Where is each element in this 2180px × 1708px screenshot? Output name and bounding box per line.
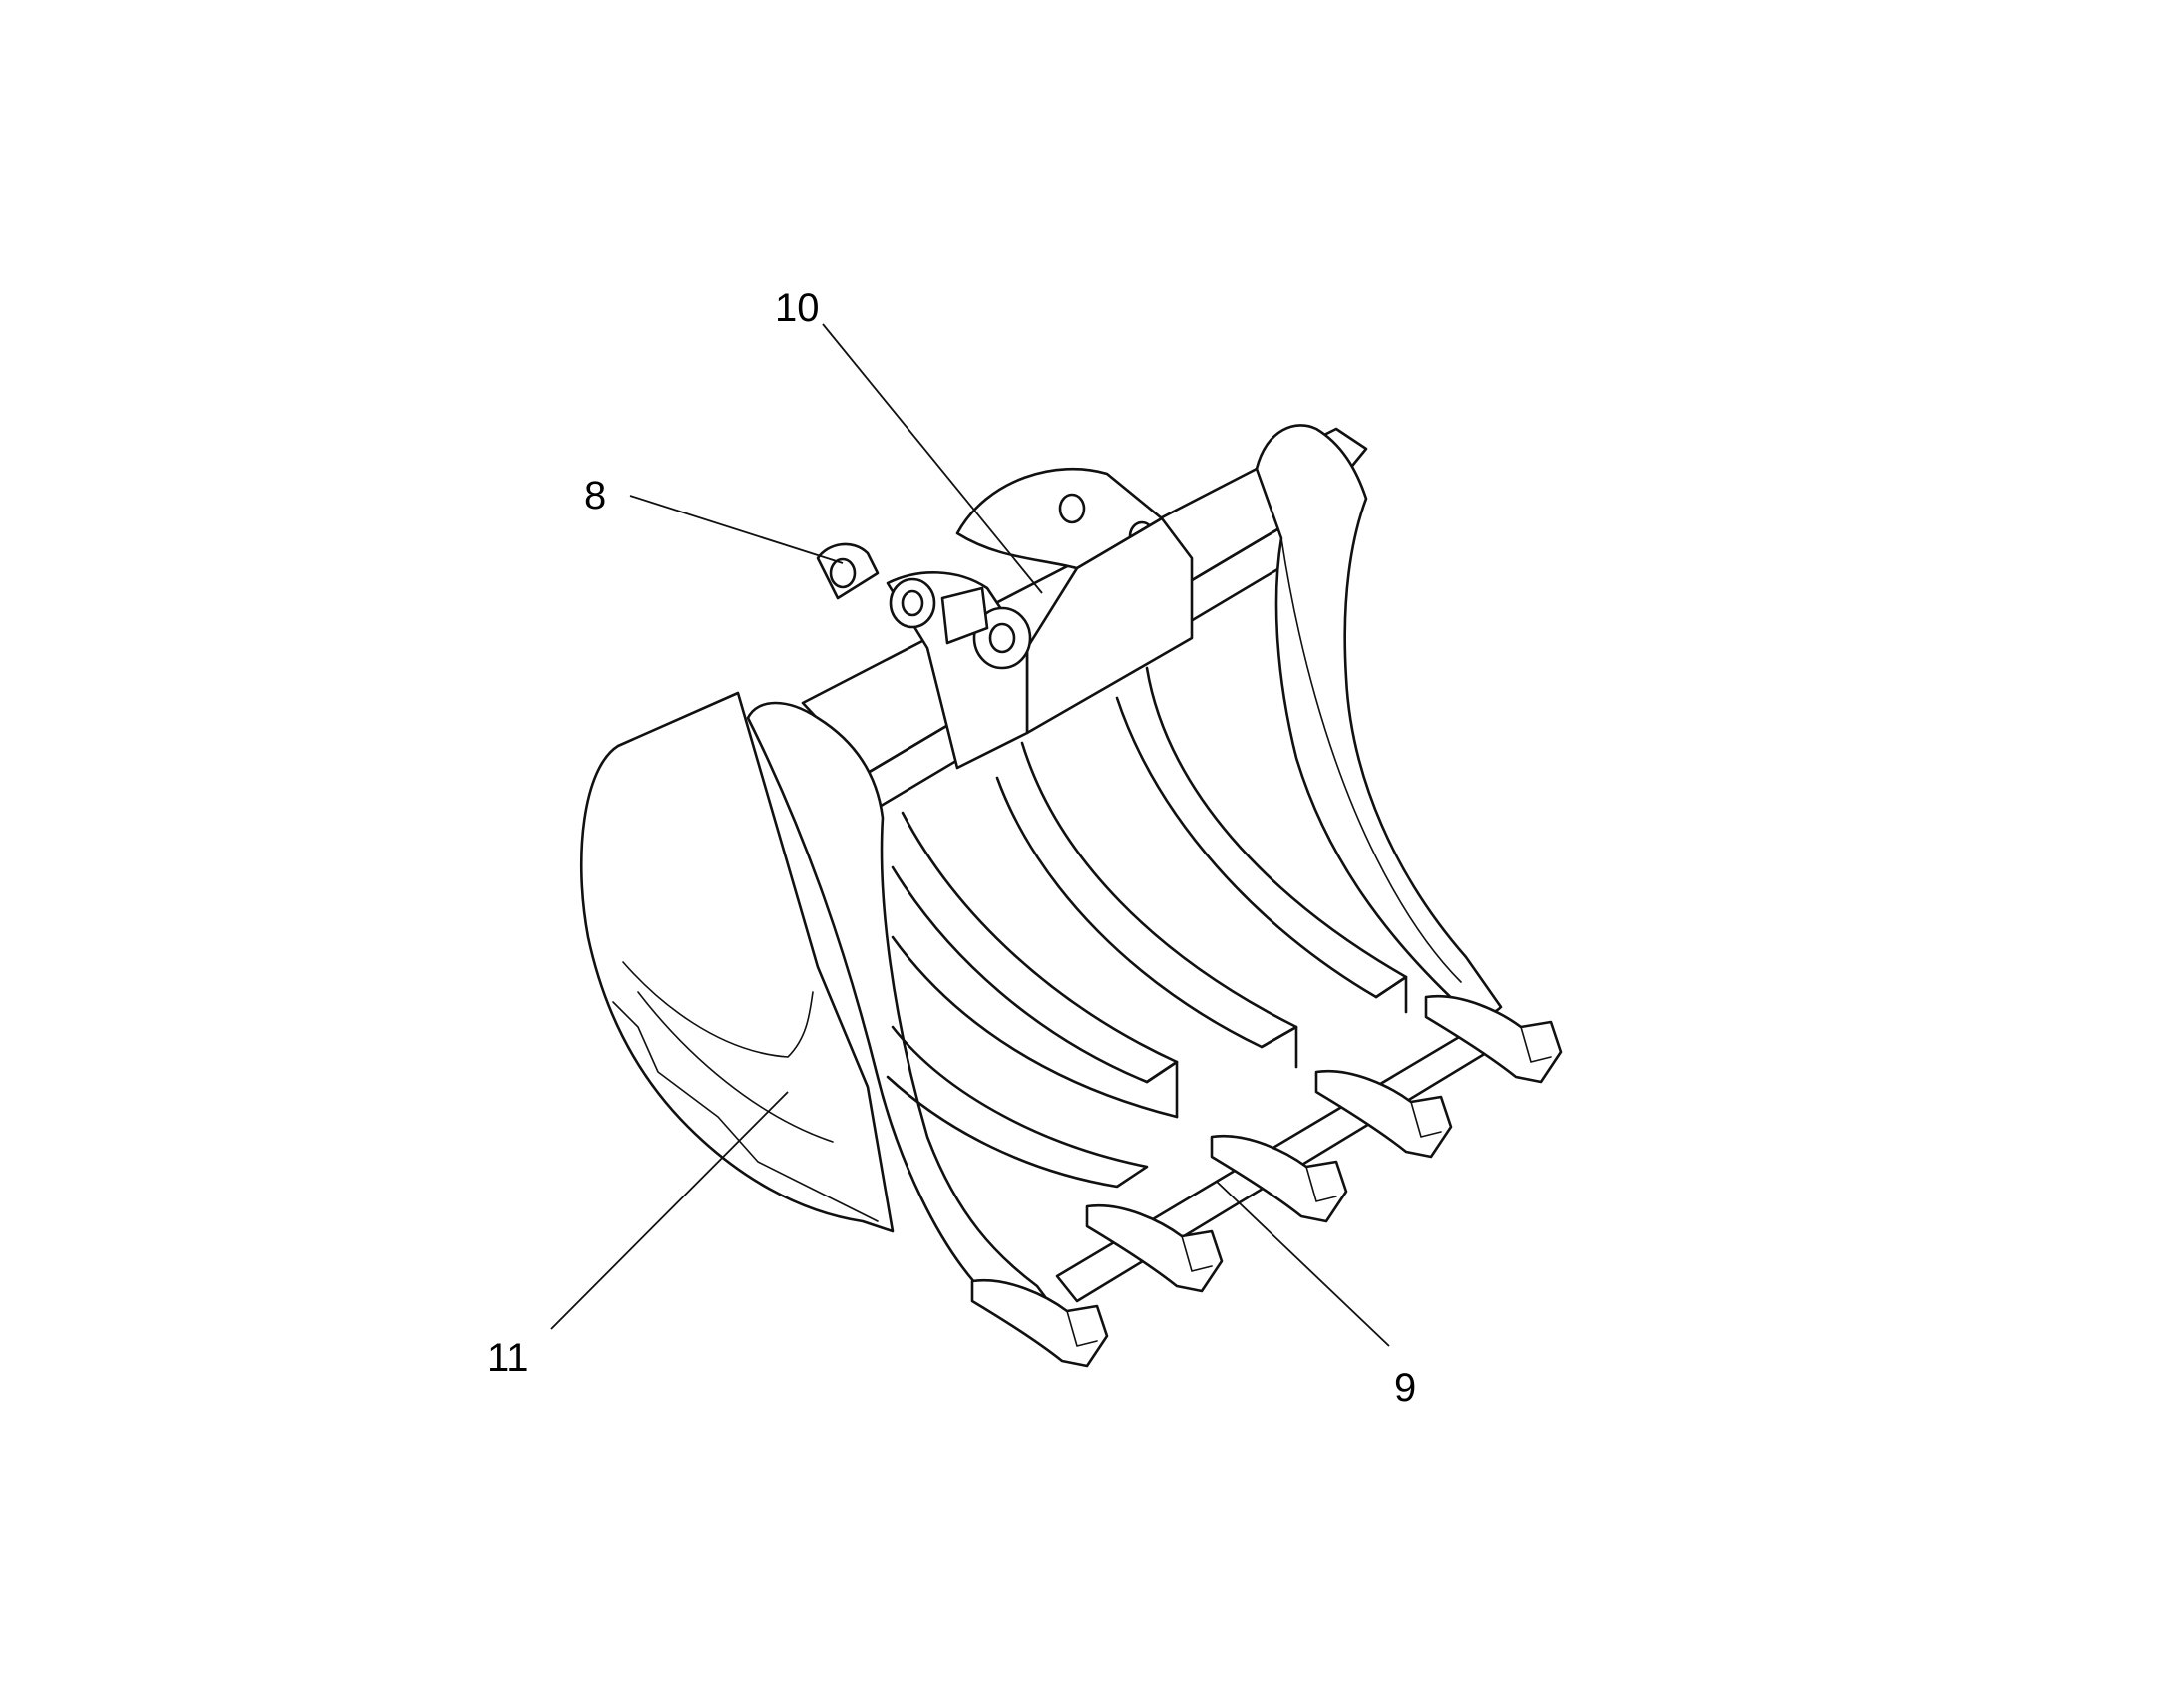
right-side-plate xyxy=(1255,424,1503,1016)
tooth-4 xyxy=(1314,1069,1453,1159)
callout-10: 10 xyxy=(775,286,820,330)
rear-mounting-ear xyxy=(955,467,1194,735)
callout-9: 9 xyxy=(1394,1366,1416,1410)
front-left-tine xyxy=(746,701,1069,1330)
tooth-5 xyxy=(1424,994,1563,1084)
callout-labels: 10 8 11 9 xyxy=(487,286,1416,1410)
bottom-ribs xyxy=(886,666,1408,1189)
bucket-drawing xyxy=(580,424,1563,1368)
tooth-2 xyxy=(1085,1203,1224,1293)
leader-11 xyxy=(550,1091,789,1330)
callout-8: 8 xyxy=(584,474,606,517)
tooth-3 xyxy=(1210,1134,1348,1223)
leader-9 xyxy=(1216,1181,1390,1347)
leader-10 xyxy=(822,323,1043,594)
leader-8 xyxy=(629,495,844,564)
bucket-teeth xyxy=(970,994,1563,1368)
front-mounting-ear xyxy=(816,542,1032,770)
left-side-plate xyxy=(580,691,895,1233)
callout-11: 11 xyxy=(487,1336,529,1380)
leader-lines xyxy=(550,323,1390,1347)
tooth-1 xyxy=(970,1278,1109,1368)
